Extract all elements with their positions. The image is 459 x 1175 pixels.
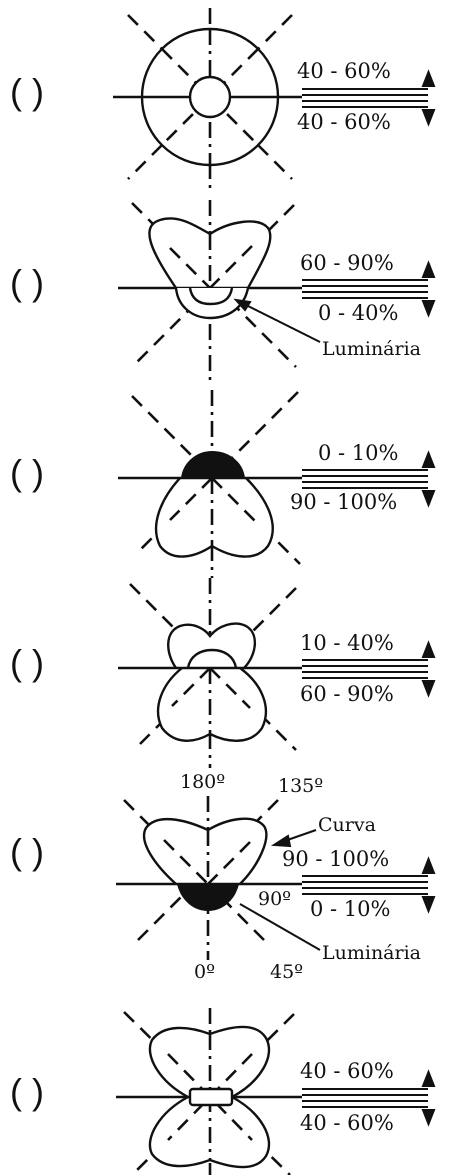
item-1: ( ) 40 - 60% 40 - 60% — [10, 8, 436, 192]
upward-flux-4: 10 - 40% — [300, 631, 394, 655]
checkbox-4[interactable]: ( ) — [10, 642, 44, 683]
item-3: ( ) 0 - 10% 90 - 100% — [10, 390, 436, 578]
downward-flux-5: 0 - 10% — [310, 897, 390, 921]
checkbox-1[interactable]: ( ) — [10, 71, 44, 112]
item-5: ( ) 180º 135º Curva 90 - 100% 90 — [10, 771, 436, 983]
angle-label-180: 180º — [180, 771, 225, 793]
upward-flux-2: 60 - 90% — [300, 251, 394, 275]
checkbox-6[interactable]: ( ) — [10, 1071, 44, 1112]
item-6: ( ) 40 - 60% 40 - 60% — [10, 1008, 436, 1175]
item-4: ( ) 10 - 40% 60 - 90% — [10, 578, 436, 768]
downward-flux-6: 40 - 60% — [300, 1111, 394, 1135]
angle-label-0: 0º — [194, 961, 215, 983]
angle-label-45: 45º — [270, 961, 303, 983]
checkbox-5[interactable]: ( ) — [10, 831, 44, 872]
upward-flux-3: 0 - 10% — [318, 441, 398, 465]
upward-flux-1: 40 - 60% — [297, 59, 391, 83]
angle-label-90: 90º — [258, 888, 291, 910]
angle-label-135: 135º — [278, 775, 323, 797]
label-curva: Curva — [318, 814, 376, 836]
item-2: ( ) 60 - 90% 0 - 40% Luminária — [10, 200, 436, 385]
distribution-curve-4 — [118, 578, 302, 768]
distribution-curve-3 — [118, 390, 302, 578]
flux-arrows-1 — [302, 69, 436, 127]
label-luminaria-5: Luminária — [322, 942, 421, 964]
downward-flux-1: 40 - 60% — [297, 110, 391, 134]
flux-arrows-2 — [302, 260, 436, 318]
distribution-curve-1 — [113, 8, 302, 192]
distribution-curve-5 — [116, 796, 321, 960]
flux-arrows-3 — [302, 450, 436, 508]
label-luminaria-2: Luminária — [322, 338, 421, 360]
distribution-curve-6 — [116, 1008, 302, 1175]
downward-flux-4: 60 - 90% — [300, 682, 394, 706]
downward-flux-3: 90 - 100% — [290, 490, 397, 514]
flux-arrows-6 — [302, 1069, 436, 1127]
checkbox-3[interactable]: ( ) — [10, 452, 44, 493]
checkbox-2[interactable]: ( ) — [10, 262, 44, 303]
distribution-curve-2 — [118, 200, 321, 385]
downward-flux-2: 0 - 40% — [318, 301, 398, 325]
upward-flux-6: 40 - 60% — [300, 1059, 394, 1083]
flux-arrows-4 — [302, 640, 436, 698]
upward-flux-5: 90 - 100% — [282, 847, 389, 871]
flux-arrows-5 — [302, 856, 436, 914]
